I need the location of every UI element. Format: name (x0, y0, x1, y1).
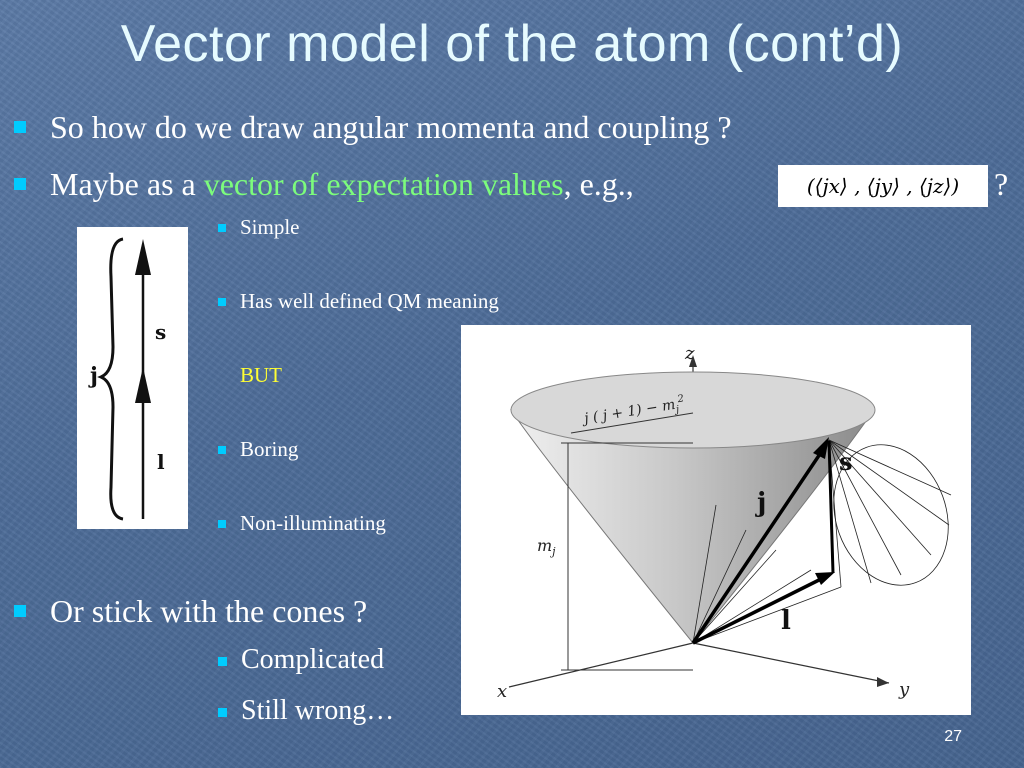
sub-bullet-marker (218, 224, 226, 232)
label-x: x (497, 681, 507, 702)
label-z: z (684, 343, 695, 364)
sub-bullet-marker (218, 657, 227, 666)
sub-bullet-simple: Simple (240, 215, 300, 239)
slide-title: Vector model of the atom (cont’d) (120, 15, 904, 73)
simple-vector-diagram: j s l (77, 227, 188, 529)
sub-bullet-marker (218, 298, 226, 306)
label-s-cone: s (839, 447, 853, 476)
label-mj: mj (537, 536, 556, 558)
bullet-text-expectation: Maybe as a vector of expectation values,… (50, 167, 634, 201)
label-s: s (155, 320, 166, 344)
label-mj-base: m (537, 536, 552, 555)
precession-wireframe (692, 439, 952, 644)
label-radius-sub: j (673, 404, 680, 416)
highlight-text: vector of expectation values (203, 166, 564, 202)
bullet-marker (14, 605, 26, 617)
vector-s (827, 440, 835, 574)
vector-l (692, 573, 830, 645)
label-l: l (157, 450, 165, 474)
sub-bullet-complicated: Complicated (241, 644, 385, 675)
bullet-trailing-mark: ? (994, 166, 1009, 202)
sub-bullet-qm: Has well defined QM meaning (240, 289, 499, 313)
bullet-text-part: , e.g., (563, 166, 634, 202)
l-arrowhead-cone (815, 572, 835, 585)
sub-bullet-non-illuminating: Non-illuminating (240, 511, 386, 535)
x-axis (508, 642, 694, 688)
cone-top (510, 371, 876, 449)
y-axis (692, 642, 890, 684)
label-radius-sup: 2 (676, 393, 685, 405)
radius-dimension (570, 412, 694, 434)
sub-bullet-but: BUT (240, 363, 282, 387)
simple-vector-svg: j s l (88, 237, 166, 521)
sub-bullet-marker (218, 446, 226, 454)
vector-j (691, 444, 828, 644)
y-arrowhead (877, 677, 889, 687)
sub-bullet-marker (218, 708, 227, 717)
bullet-text-cones: Or stick with the cones ? (50, 593, 368, 629)
equation-image: (⟨jx⟩ , ⟨jy⟩ , ⟨jz⟩) (778, 165, 988, 207)
z-arrowhead (689, 355, 697, 367)
sub-bullet-still-wrong: Still wrong… (241, 695, 395, 726)
sub-bullet-boring: Boring (240, 437, 299, 461)
j-arrowhead (813, 437, 829, 459)
bullet-marker (14, 121, 26, 133)
label-mj-sub: j (549, 545, 556, 558)
cone-svg: z x y j s l mj j ( j + 1) − mj2 (497, 343, 952, 702)
brace-shape (97, 237, 124, 521)
label-l-cone: l (781, 606, 791, 636)
page-number: 27 (944, 728, 962, 745)
label-y: y (898, 679, 910, 700)
bullet-text: So how do we draw angular momenta and co… (50, 109, 732, 145)
bullet-text-part: Maybe as a (50, 166, 204, 202)
label-j-cone: j (755, 488, 766, 518)
cone-diagram: z x y j s l mj j ( j + 1) − mj2 (461, 325, 971, 715)
label-j: j (88, 363, 98, 389)
l-arrowhead (135, 367, 151, 403)
bullet-marker (14, 178, 26, 190)
s-arrowhead (135, 239, 151, 275)
sub-bullet-marker (218, 520, 226, 528)
